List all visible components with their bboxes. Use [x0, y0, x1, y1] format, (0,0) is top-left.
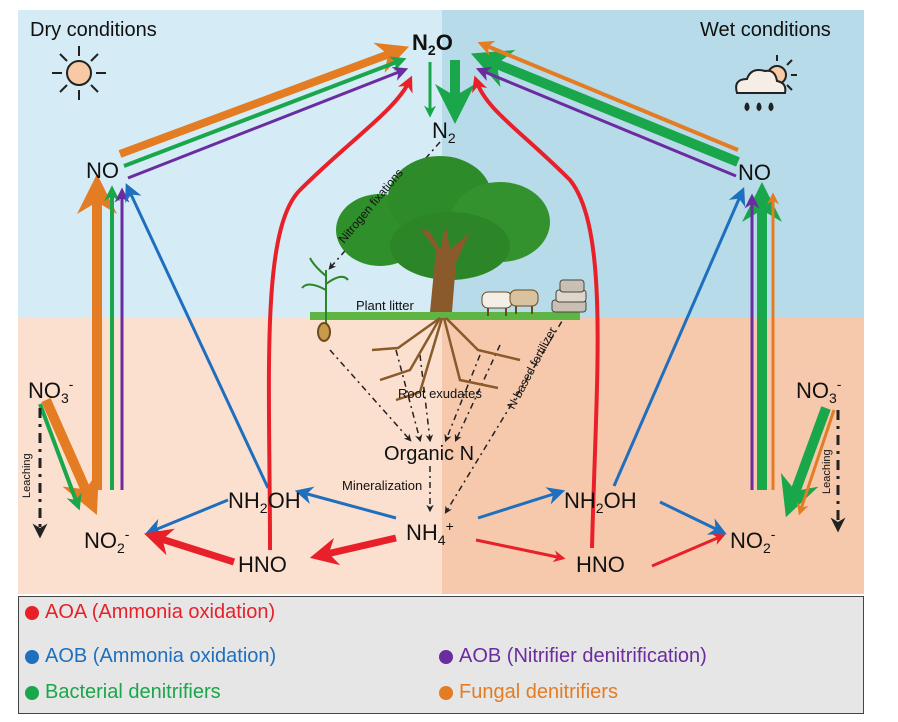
wet-conditions-label: Wet conditions [700, 19, 831, 41]
legend-label: Bacterial denitrifiers [45, 681, 221, 703]
legend-dot [25, 685, 39, 700]
legend-label: Fungal denitrifiers [459, 681, 618, 703]
dry-conditions-label: Dry conditions [30, 19, 157, 41]
no2-to-no-left-arrows [77, 174, 130, 490]
cows-icon [481, 289, 539, 316]
no-to-n2o-left-arrows [118, 42, 409, 180]
legend-item-fungal: Fungal denitrifiers [439, 681, 618, 704]
node-n2o: N2O [412, 30, 453, 58]
aob-ammonia-oxidation-arrows [125, 183, 746, 536]
node-hno-left: HNO [238, 552, 287, 577]
root-exudates-label: Root exudates [398, 386, 482, 401]
no2-to-no-right-arrows [742, 182, 782, 490]
legend-dot [439, 649, 453, 664]
node-nh2oh-left: NH2OH [228, 488, 301, 516]
legend-dot [439, 685, 453, 700]
node-no3-left: NO3- [28, 376, 74, 406]
tree-icon [310, 156, 580, 402]
legend-item-bacterial: Bacterial denitrifiers [25, 681, 221, 704]
seedling-icon [301, 257, 349, 342]
legend-label: AOA (Ammonia oxidation) [45, 601, 276, 623]
no-to-n2o-right-arrows [470, 40, 740, 178]
leaching-right-label: Leaching [821, 449, 833, 494]
no3-to-no2-right-arrows [780, 406, 836, 518]
node-n2: N2 [432, 118, 456, 146]
cloud-sun-rain-icon [735, 55, 797, 112]
sky-wet-panel [442, 10, 864, 318]
soil-dry-panel [18, 318, 442, 594]
node-no2-left: NO2- [84, 526, 130, 556]
legend-label: AOB (Ammonia oxidation) [45, 645, 277, 667]
plant-litter-label: Plant litter [356, 298, 414, 313]
no3-to-no2-left-arrows [38, 397, 99, 515]
node-organic-n: Organic N [384, 443, 474, 465]
legend-item-aoa: AOA (Ammonia oxidation) [25, 601, 275, 624]
legend-dot [25, 605, 39, 620]
sun-icon [52, 46, 106, 100]
leaching-left-label: Leaching [21, 453, 33, 498]
node-nh4: NH4+ [406, 518, 454, 548]
legend: AOA (Ammonia oxidation) AOB (Ammonia oxi… [18, 596, 864, 714]
aoa-ammonia-oxidation-arrows [143, 75, 726, 568]
node-no3-right: NO3- [796, 376, 842, 406]
node-no2-right: NO2- [730, 526, 776, 556]
legend-dot [25, 649, 39, 664]
node-hno-right: HNO [576, 552, 625, 577]
fertilizer-bags-icon [551, 279, 587, 313]
legend-label: AOB (Nitrifier denitrification) [459, 645, 707, 667]
node-no-left: NO [86, 158, 119, 183]
soil-wet-panel [442, 318, 864, 594]
mineralization-label: Mineralization [342, 478, 422, 493]
node-nh2oh-right: NH2OH [564, 488, 637, 516]
node-no-right: NO [738, 160, 771, 185]
legend-item-aob-nitrifier: AOB (Nitrifier denitrification) [439, 645, 707, 668]
legend-item-aob-ammonia: AOB (Ammonia oxidation) [25, 645, 276, 668]
